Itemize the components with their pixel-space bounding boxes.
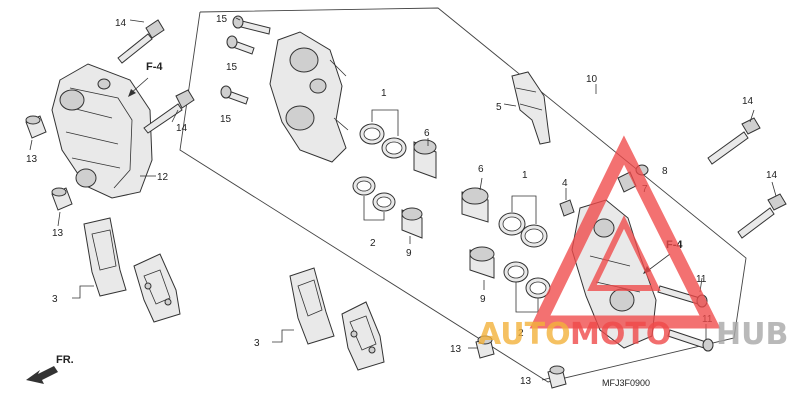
bolt-15-top <box>232 15 271 35</box>
callout-9: 9 <box>480 294 486 305</box>
brake-pad-center-a <box>289 267 335 345</box>
callout-2: 2 <box>370 238 376 249</box>
caliper-body-left <box>51 63 153 199</box>
watermark-text: AUTO MOTO HUB <box>478 317 788 352</box>
seal-2-right-a <box>503 261 529 283</box>
bolt-14-top-left <box>117 19 165 64</box>
callout-13: 13 <box>450 344 462 355</box>
callout-1: 1 <box>522 170 528 181</box>
watermark-inner-triangle-icon <box>587 215 661 291</box>
seal-2-center-b <box>372 192 396 212</box>
watermark-triangle-icon <box>529 135 721 329</box>
leader-lines <box>29 17 777 381</box>
callout-14: 14 <box>176 123 188 134</box>
front-arrow-icon <box>26 366 58 384</box>
brake-pad-left-b <box>133 253 181 323</box>
brake-pad-left-a <box>83 217 127 297</box>
front-arrow: FR. <box>26 354 74 384</box>
callout-13: 13 <box>52 228 64 239</box>
assembly-frame <box>179 7 747 383</box>
f4-label-left: F-4 <box>146 61 163 73</box>
seal-1-center-b <box>381 137 407 159</box>
callout-3: 3 <box>52 294 58 305</box>
callout-8: 8 <box>662 166 668 177</box>
callout-12: 12 <box>157 172 169 183</box>
brake-pad-center-b <box>341 301 385 371</box>
callout-9: 9 <box>406 248 412 259</box>
pad-spring-5 <box>511 71 551 145</box>
callout-14: 14 <box>742 96 754 107</box>
callout-10: 10 <box>586 74 598 85</box>
callout-5: 5 <box>496 102 502 113</box>
piston-6-right <box>461 187 489 223</box>
callout-15: 15 <box>226 62 238 73</box>
piston-6-center <box>413 139 437 179</box>
callout-15: 15 <box>220 114 232 125</box>
watermark-logo <box>529 135 721 329</box>
seal-1-center-a <box>359 123 385 145</box>
collar-13-right-b <box>547 365 567 389</box>
caliper-half-right <box>571 199 657 349</box>
piston-9-center <box>401 207 423 239</box>
callout-13: 13 <box>520 376 532 387</box>
f4-reference-left: F-4 <box>128 61 163 97</box>
watermark-auto: AUTO <box>478 317 571 352</box>
callout-4: 4 <box>562 178 568 189</box>
callout-13: 13 <box>26 154 38 165</box>
callout-3: 3 <box>254 338 260 349</box>
collar-13-right-a <box>475 335 495 359</box>
watermark-moto: MOTO <box>570 317 671 352</box>
callout-6: 6 <box>424 128 430 139</box>
bolt-11-lower <box>667 329 714 352</box>
seal-1-right-a <box>498 212 526 236</box>
bolt-15-mid <box>226 35 255 55</box>
seal-2-center-a <box>352 176 376 196</box>
callout-1: 1 <box>381 88 387 99</box>
collar-13-left-a <box>25 115 47 139</box>
seal-1-right-b <box>520 224 548 248</box>
bolt-14-mid-left <box>143 89 195 134</box>
watermark-hub: HUB <box>716 317 788 352</box>
caliper-half-left-open <box>269 31 349 163</box>
callout-2: 2 <box>518 328 524 339</box>
callout-6: 6 <box>478 164 484 175</box>
front-label: FR. <box>56 354 74 366</box>
piston-9-right <box>469 246 495 279</box>
callout-15: 15 <box>216 14 228 25</box>
bolt-14-lower-right <box>737 193 787 239</box>
bolt-14-upper-right <box>707 117 761 165</box>
collar-13-left-b <box>51 187 73 211</box>
callout-14: 14 <box>115 18 127 29</box>
bleeder-4 <box>559 199 575 217</box>
diagram-code: MFJ3F0900 <box>602 378 650 388</box>
bolt-15-low <box>220 85 249 105</box>
callout-14: 14 <box>766 170 778 181</box>
callout-11: 11 <box>696 274 707 285</box>
